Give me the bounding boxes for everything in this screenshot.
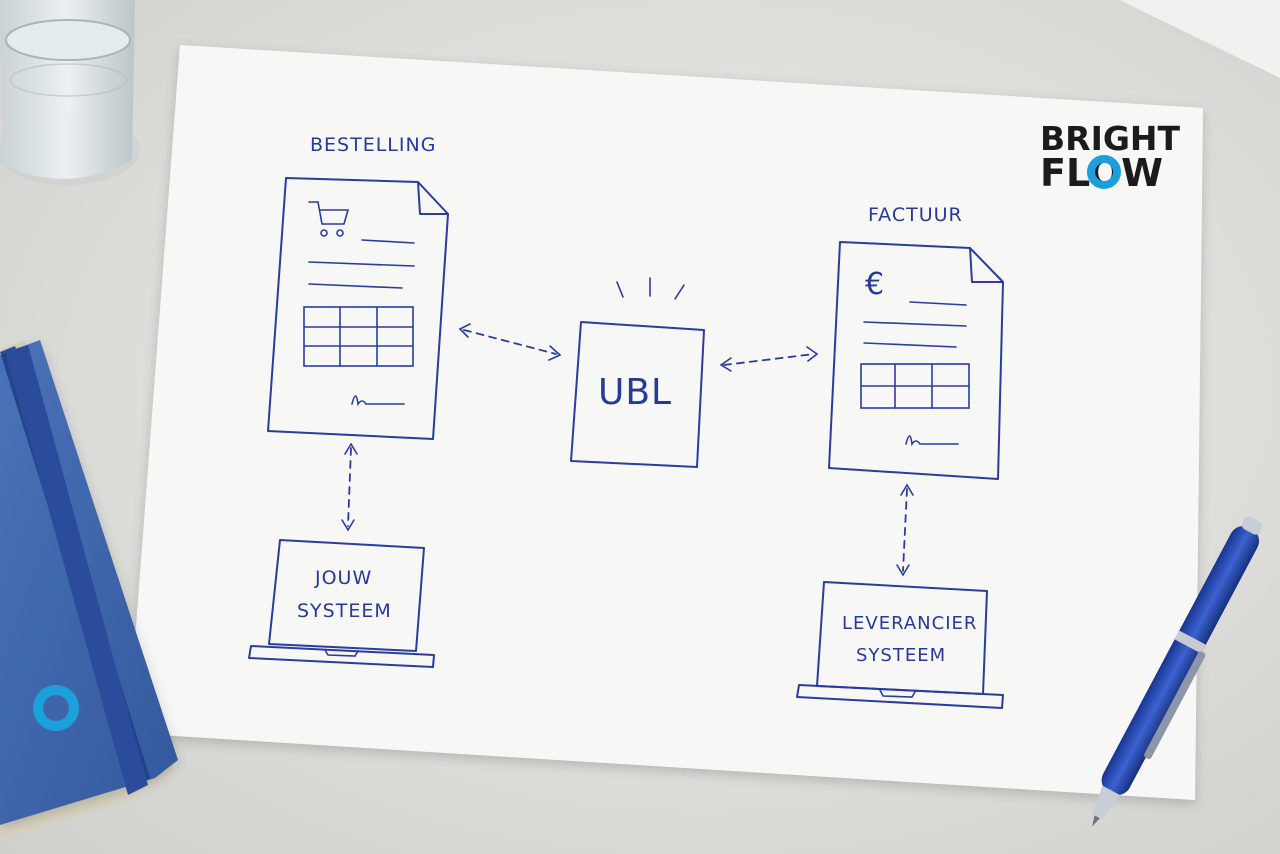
your-system-label-2: SYSTEEM <box>297 600 392 622</box>
invoice-document: € <box>828 241 1004 480</box>
your-system-label-1: JOUW <box>314 567 372 589</box>
arrow-order-ubl <box>458 323 562 361</box>
order-label: BESTELLING <box>310 134 436 156</box>
signature-mark <box>351 395 405 407</box>
euro-icon: € <box>865 267 885 302</box>
paper-stack <box>1120 0 1280 84</box>
arrow-invoice-system <box>896 483 914 577</box>
arrow-ubl-invoice <box>719 346 819 372</box>
water-glass <box>0 0 140 185</box>
shopping-cart-icon <box>308 201 350 237</box>
blue-notebook <box>0 340 178 840</box>
your-system-laptop: JOUW SYSTEEM <box>248 539 435 668</box>
blue-pen <box>1091 516 1263 827</box>
logo-accent-ring <box>1087 155 1121 189</box>
supplier-system-laptop: LEVERANCIER SYSTEEM <box>796 581 1004 709</box>
ubl-box: UBL <box>570 277 705 468</box>
brightflow-logo: BRIGHT FLOW <box>1040 119 1181 195</box>
logo-line-1: BRIGHT <box>1040 119 1181 158</box>
arrow-order-system <box>341 442 358 532</box>
paper-sheet <box>128 45 1203 800</box>
ubl-label: UBL <box>598 372 672 413</box>
supplier-system-label-2: SYSTEEM <box>856 645 946 666</box>
invoice-label: FACTUUR <box>868 204 963 226</box>
order-document <box>267 177 449 440</box>
signature-mark <box>905 435 959 447</box>
supplier-system-label-1: LEVERANCIER <box>842 613 977 634</box>
